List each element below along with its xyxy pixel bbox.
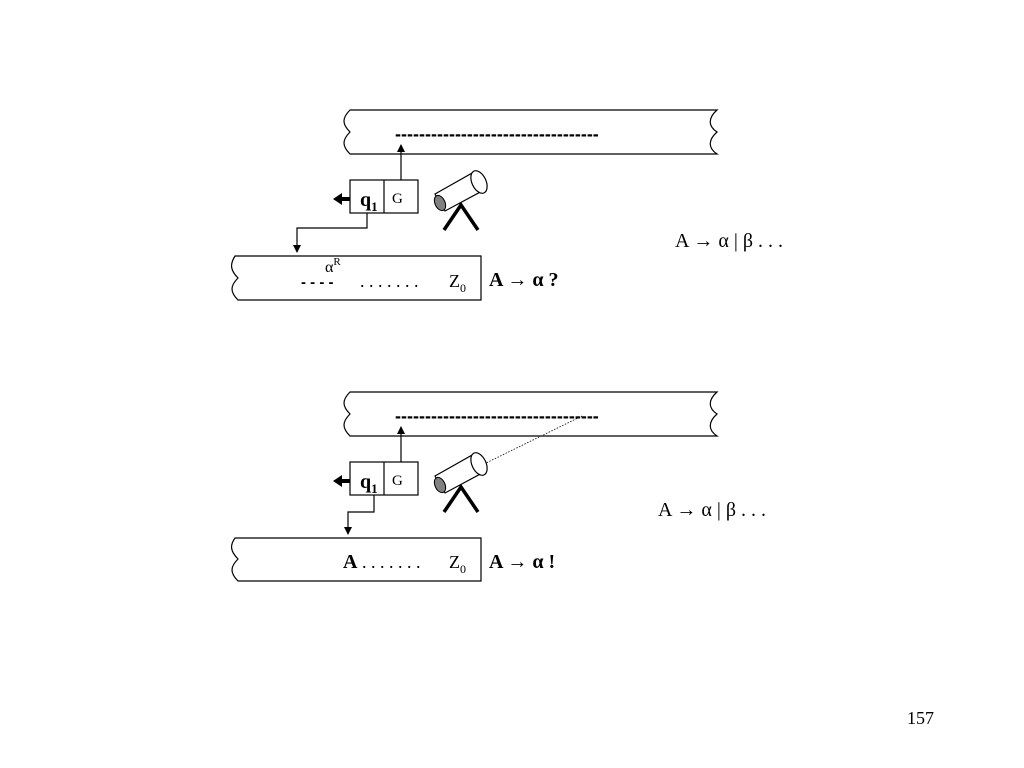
input-tape-content: ---------------------------------- [395, 406, 599, 426]
panel-2: ---------------------------------- q1 G … [231, 391, 766, 582]
control-symbol: G [392, 473, 403, 489]
stack-connector-arrow [293, 213, 368, 253]
stack-dots: . . . . . . . [360, 271, 419, 291]
grammar-rule: A → α | β . . . [658, 499, 766, 521]
page-number: 157 [907, 708, 934, 728]
grammar-rule: A → α | β . . . [675, 230, 783, 252]
stack-bottom-symbol: Z0 [449, 271, 466, 295]
line-of-sight [483, 415, 583, 465]
telescope-icon [433, 452, 488, 513]
stack-top-symbol: A [343, 551, 358, 573]
production-confirmed: A → α ! [489, 551, 555, 573]
panel-1: ---------------------------------- q1 G … [231, 109, 783, 301]
input-tape [343, 109, 719, 155]
stack-connector-arrow [344, 495, 375, 535]
stack-dots: . . . . . . . [362, 552, 421, 572]
stack-top-label: αR [325, 256, 341, 276]
left-move-arrow-icon [333, 193, 350, 205]
left-move-arrow-icon [333, 475, 350, 487]
state-label: q1 [360, 189, 378, 214]
stack-tape [231, 537, 482, 582]
production-query: A → α ? [489, 269, 559, 291]
telescope-icon [433, 170, 488, 231]
control-symbol: G [392, 191, 403, 207]
stack-top-dashes: - - - - [301, 274, 333, 291]
stack-tape [231, 255, 482, 301]
input-tape [343, 391, 719, 437]
state-label: q1 [360, 471, 378, 496]
input-tape-content: ---------------------------------- [395, 124, 599, 144]
stack-bottom-symbol: Z0 [449, 552, 466, 576]
